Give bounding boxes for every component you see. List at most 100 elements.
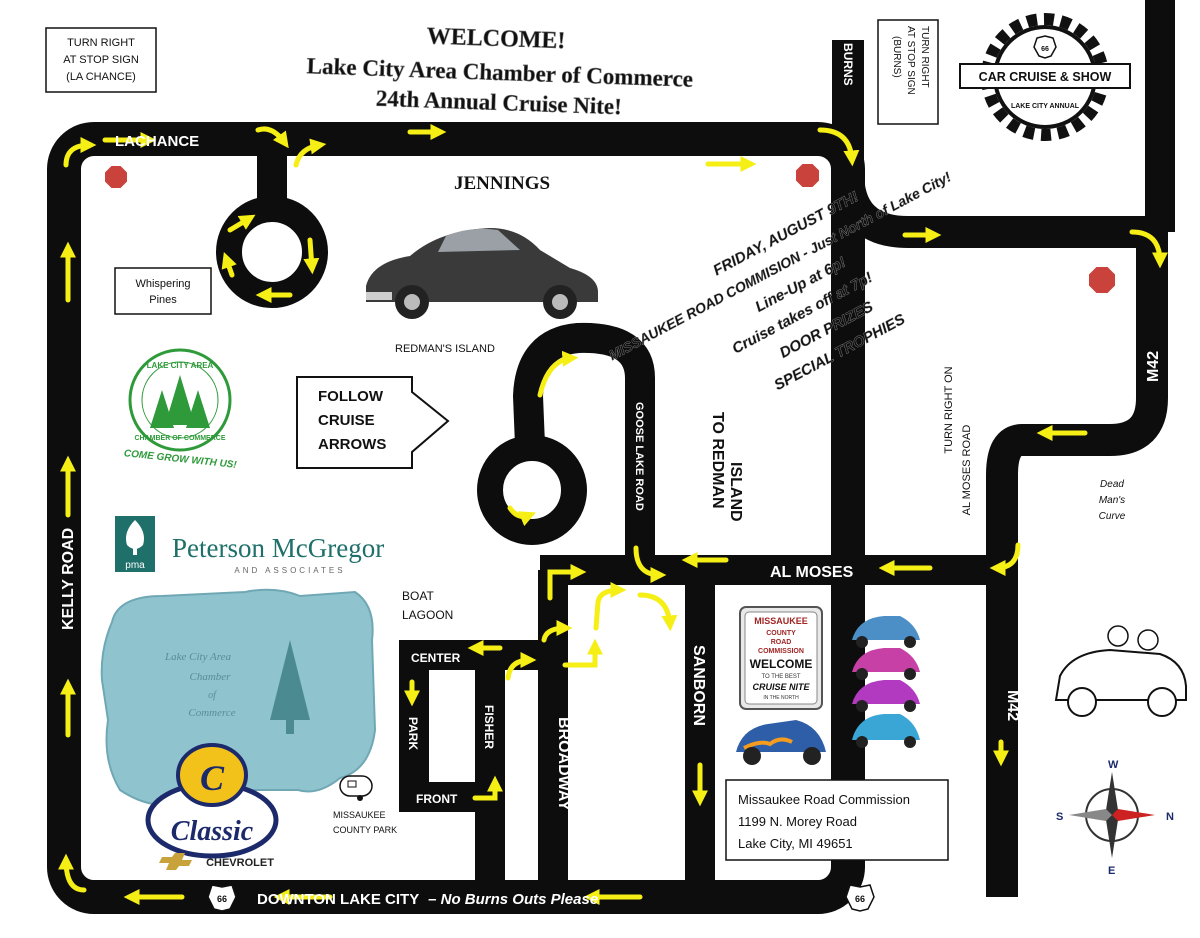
svg-text:pma: pma: [125, 560, 145, 571]
cruise-arrow: [989, 542, 1021, 576]
pine-tree-icon: [270, 640, 310, 720]
svg-text:Lake City Area: Lake City Area: [164, 651, 231, 663]
note-turn-right-burns: TURN RIGHT AT STOP SIGN (BURNS): [877, 19, 939, 125]
svg-text:(LA CHANCE): (LA CHANCE): [66, 71, 136, 83]
address-box: Missaukee Road Commission 1199 N. Morey …: [725, 779, 949, 861]
stop-sign-icon: [1087, 265, 1117, 295]
cruise-arrow: [537, 350, 579, 398]
downtown-note: – No Burns Outs Please: [428, 891, 598, 908]
svg-text:Whispering: Whispering: [135, 278, 190, 290]
hot-rod-blue-icon: [852, 616, 920, 648]
to-redman-label-1: TO REDMAN: [709, 412, 726, 509]
place-label-county-park-2: COUNTY PARK: [333, 825, 397, 835]
svg-text:of: of: [208, 690, 217, 701]
svg-text:Peterson McGregor: Peterson McGregor: [172, 533, 384, 563]
cruise-arrow: [637, 592, 678, 632]
svg-text:Man's: Man's: [1099, 495, 1125, 506]
cruise-arrow: [255, 126, 289, 149]
chevy-bowtie-icon: [159, 853, 192, 870]
road-label-burns: BURNS: [841, 43, 855, 86]
follow-arrows-callout: FOLLOW CRUISE ARROWS: [296, 376, 450, 469]
place-label-county-park-1: MISSAUKEE: [333, 810, 386, 820]
place-label-boat-lagoon-1: BOAT: [402, 589, 434, 603]
route-shield-icon: [1033, 35, 1057, 59]
peterson-mcgregor-logo: pma Peterson McGregor AND ASSOCIATES: [115, 516, 384, 575]
cruise-arrow: [1129, 229, 1168, 269]
hot-rod-cyan-icon: [852, 714, 920, 748]
svg-text:WELCOME: WELCOME: [750, 657, 813, 671]
svg-text:C: C: [200, 758, 225, 798]
road-label-broadway: BROADWAY: [555, 717, 572, 811]
road-label-m42-bottom: M42: [1004, 690, 1021, 721]
hot-rod-illustrations: [736, 616, 920, 765]
place-label-redmans-island: REDMAN'S ISLAND: [395, 343, 495, 355]
svg-text:Dead: Dead: [1100, 479, 1124, 490]
hot-rod-purple-icon: [852, 680, 920, 712]
place-label-boat-lagoon-2: LAGOON: [402, 608, 453, 622]
route-shield-icon: 66: [207, 884, 237, 912]
stop-signs: [103, 162, 1117, 295]
note-turn-right-lachance: TURN RIGHT AT STOP SIGN (LA CHANCE): [45, 27, 157, 93]
title-line-3: 24th Annual Cruise Nite!: [376, 86, 623, 120]
kelly-lachance-downtown-loop: [47, 122, 865, 914]
cruise-arrow: [505, 652, 537, 681]
svg-text:TURN RIGHT: TURN RIGHT: [919, 26, 930, 88]
cruise-arrow: [293, 138, 327, 168]
cruise-arrow: [63, 137, 97, 168]
cruise-arrows: [58, 123, 1168, 906]
road-commission-welcome-sign: MISSAUKEE COUNTY ROAD COMMISSION WELCOME…: [739, 606, 823, 710]
svg-text:LAKE CITY AREA: LAKE CITY AREA: [147, 361, 214, 370]
compass-rose-icon: N S W E: [1056, 759, 1174, 877]
compass-s: S: [1056, 811, 1063, 823]
lake-city-chamber-lake-logo: Lake City Area Chamber of Commerce: [100, 588, 377, 807]
cruise-arrow: [58, 853, 87, 893]
cruise-arrow: [303, 237, 320, 275]
chamber-of-commerce-logo: LAKE CITY AREA CHAMBER OF COMMERCE COME …: [123, 348, 238, 471]
svg-text:(BURNS): (BURNS): [891, 36, 902, 78]
cruise-arrow: [472, 775, 504, 801]
road-label-downtown: DOWNTON LAKE CITY – No Burns Outs Please: [257, 891, 598, 908]
svg-text:CRUISE NITE: CRUISE NITE: [752, 682, 810, 692]
road-label-kelly: KELLY ROAD: [60, 528, 77, 630]
downtown-name: DOWNTON LAKE CITY: [257, 891, 419, 908]
car-cruise-show-logo: CAR CRUISE & SHOW LAKE CITY ANNUAL 66: [959, 13, 1131, 141]
road-labels: LACHANCE BURNS KELLY ROAD GOOSE LAKE ROA…: [60, 43, 1162, 908]
address-city: Lake City, MI 49651: [738, 836, 853, 851]
svg-text:AND ASSOCIATES: AND ASSOCIATES: [234, 566, 345, 575]
svg-text:TO THE BEST: TO THE BEST: [761, 674, 800, 680]
road-label-park: PARK: [406, 717, 420, 750]
event-title: WELCOME! Lake City Area Chamber of Comme…: [306, 23, 694, 120]
address-name: Missaukee Road Commission: [738, 792, 910, 807]
svg-text:COME GROW WITH US!: COME GROW WITH US!: [123, 448, 238, 471]
svg-text:ROAD: ROAD: [771, 639, 792, 646]
goose-lake-road: [513, 322, 655, 570]
svg-text:FOLLOW: FOLLOW: [318, 388, 384, 405]
burns-road: [832, 40, 1160, 248]
to-redman-label-2: ISLAND: [727, 462, 744, 522]
cruise-arrow: [507, 505, 536, 527]
hot-rod-pink-icon: [852, 648, 920, 680]
cruise-arrow: [817, 127, 860, 167]
svg-text:AT STOP SIGN: AT STOP SIGN: [63, 54, 139, 66]
compass-w: W: [1108, 759, 1119, 771]
cruise-arrow: [633, 545, 667, 583]
svg-text:AT STOP SIGN: AT STOP SIGN: [905, 26, 916, 95]
svg-text:Curve: Curve: [1099, 511, 1126, 522]
svg-text:66: 66: [855, 894, 865, 904]
title-line-1: WELCOME!: [426, 23, 565, 54]
redman-island-loop: [477, 435, 587, 545]
cruise-arrow: [593, 582, 627, 631]
road-label-sanborn: SANBORN: [690, 645, 707, 726]
svg-text:66: 66: [217, 894, 227, 904]
cartoon-convertible-icon: [1054, 625, 1187, 717]
road-label-goose-lake: GOOSE LAKE ROAD: [633, 402, 645, 511]
note-turn-right-al-moses: TURN RIGHT ON AL MOSES ROAD: [943, 366, 973, 515]
classic-chevrolet-logo: C Classic CHEVROLET: [145, 743, 279, 870]
svg-text:Chamber: Chamber: [190, 671, 232, 683]
svg-text:IN THE NORTH: IN THE NORTH: [763, 695, 799, 701]
road-label-center: CENTER: [411, 651, 461, 665]
cruise-arrow: [227, 214, 256, 233]
address-street: 1199 N. Morey Road: [738, 814, 857, 829]
note-dead-mans-curve: Dead Man's Curve: [1099, 479, 1126, 522]
cruise-arrow: [547, 563, 587, 601]
